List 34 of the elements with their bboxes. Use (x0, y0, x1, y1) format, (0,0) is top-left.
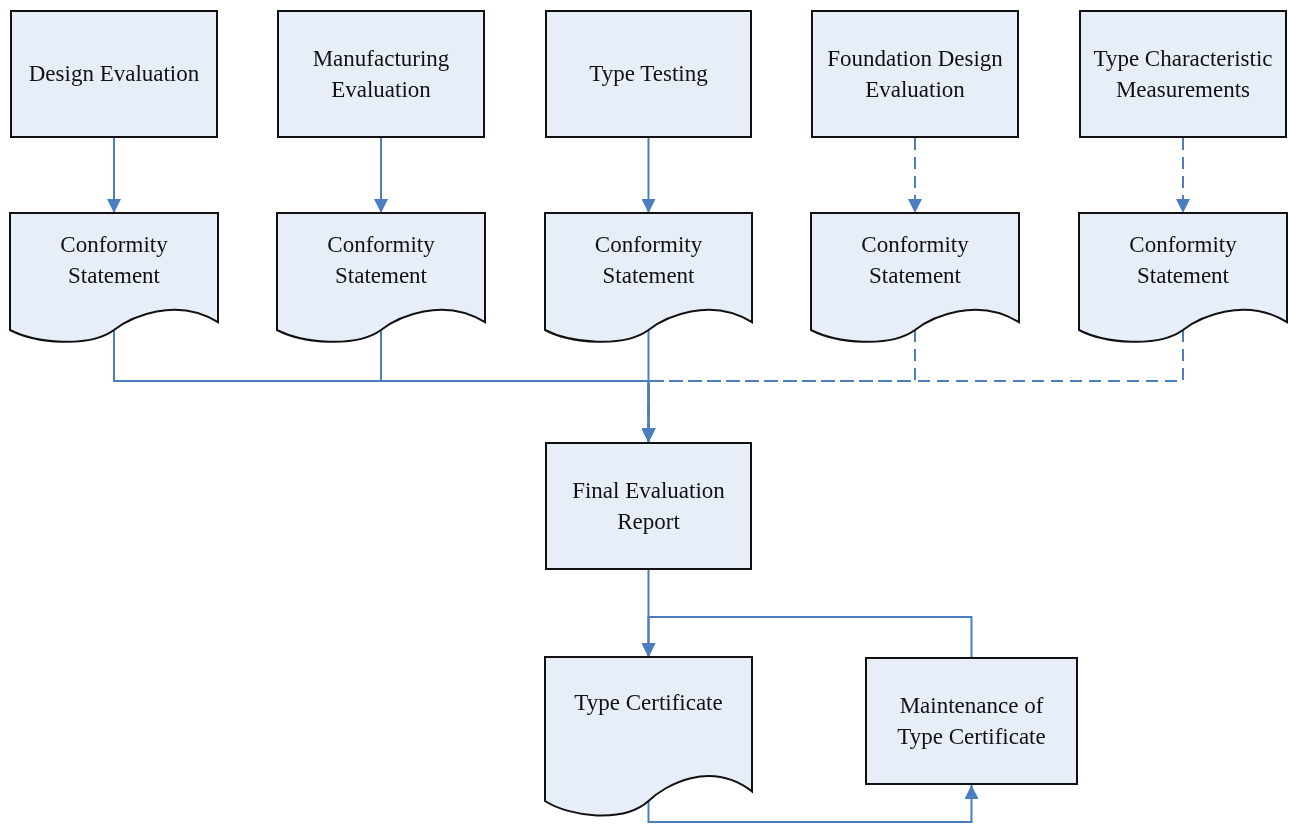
connector-arrow (641, 616, 973, 658)
node-label: Type Characteristic Measurements (1092, 44, 1274, 104)
process-box (1079, 10, 1287, 138)
process-box (865, 657, 1078, 785)
node-label: Manufacturing Evaluation (311, 44, 451, 104)
node-label: Conformity Statement (860, 231, 970, 291)
connector-arrow (1176, 137, 1190, 214)
document-shape (545, 657, 752, 817)
node-label: Type Testing (588, 60, 709, 89)
process-box (545, 10, 752, 138)
document-shape (811, 213, 1019, 343)
node-label: Final Evaluation Report (571, 476, 726, 536)
document-shape (1079, 213, 1287, 343)
document-shape (10, 213, 218, 343)
process-box (545, 442, 752, 570)
node-label: Conformity Statement (593, 231, 704, 291)
connector-arrow (107, 137, 121, 214)
node-label: Conformity Statement (326, 231, 436, 291)
connector-arrow (647, 784, 979, 823)
node-label: Maintenance of Type Certificate (896, 691, 1047, 751)
document-shape (545, 213, 752, 343)
document-shape (277, 213, 485, 343)
connector-arrow (641, 137, 656, 214)
node-label: Foundation Design Evaluation (826, 44, 1004, 104)
connector-arrow (374, 137, 388, 214)
node-label: Conformity Statement (1128, 231, 1238, 291)
process-box (811, 10, 1019, 138)
node-label: Conformity Statement (59, 231, 169, 291)
node-label: Type Certificate (573, 689, 724, 717)
process-box (277, 10, 485, 138)
process-box (10, 10, 218, 138)
node-label: Design Evaluation (27, 60, 201, 89)
connector-arrow (641, 329, 656, 443)
connector-arrow (908, 137, 922, 214)
